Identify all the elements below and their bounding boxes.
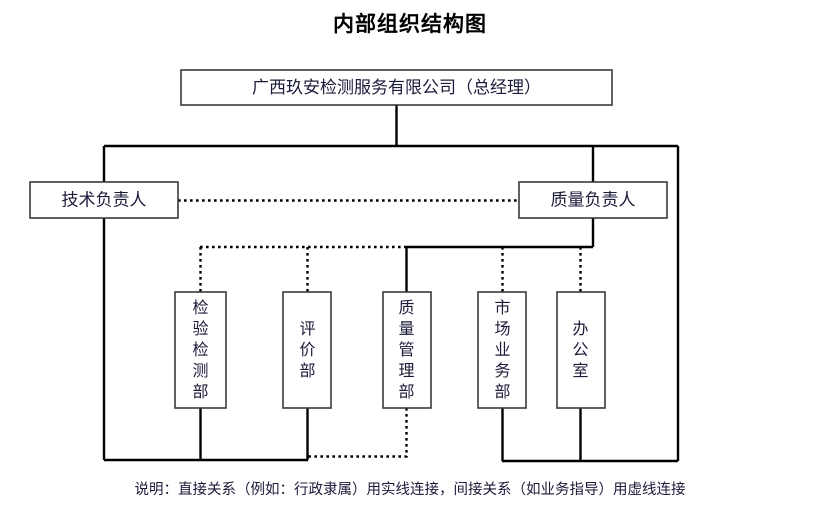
node-quality-director-label: 质量负责人 [551, 191, 636, 211]
node-office-dept[interactable]: 办公室 [556, 291, 606, 409]
node-evaluation-dept-box[interactable] [282, 291, 332, 409]
node-inspection-testing-dept-label: 检验检测部 [192, 298, 208, 401]
node-company[interactable]: 广西玖安检测服务有限公司（总经理） [180, 69, 613, 106]
edge-quality-management-down-dotted [307, 408, 408, 458]
node-market-business-dept[interactable]: 市场业务部 [477, 291, 527, 409]
node-office-dept-label: 办公室 [572, 319, 588, 380]
node-market-business-dept-box[interactable] [477, 291, 527, 409]
node-quality-management-dept[interactable]: 质量管理部 [382, 291, 432, 409]
node-quality-management-dept-label: 质量管理部 [398, 298, 414, 401]
node-evaluation-dept-label: 评价部 [299, 319, 315, 380]
connector-layer [102, 105, 680, 463]
node-technical-director-box[interactable] [29, 181, 179, 219]
node-quality-management-dept-box[interactable] [382, 291, 432, 409]
node-inspection-testing-dept-box[interactable] [174, 291, 227, 409]
node-technical-director[interactable]: 技术负责人 [29, 181, 179, 219]
node-quality-director[interactable]: 质量负责人 [518, 181, 668, 219]
node-evaluation-dept[interactable]: 评价部 [282, 291, 332, 409]
node-company-box[interactable] [180, 69, 613, 106]
node-inspection-testing-dept[interactable]: 检验检测部 [174, 291, 227, 409]
node-technical-director-label: 技术负责人 [62, 191, 147, 211]
node-market-business-dept-label: 市场业务部 [494, 298, 510, 401]
node-quality-director-box[interactable] [518, 181, 668, 219]
node-office-dept-box[interactable] [556, 291, 606, 409]
legend-note: 说明：直接关系（例如：行政隶属）用实线连接，间接关系（如业务指导）用虚线连接 [134, 482, 686, 498]
node-company-label: 广西玖安检测服务有限公司（总经理） [252, 78, 541, 98]
page-title: 内部组织结构图 [333, 11, 487, 36]
